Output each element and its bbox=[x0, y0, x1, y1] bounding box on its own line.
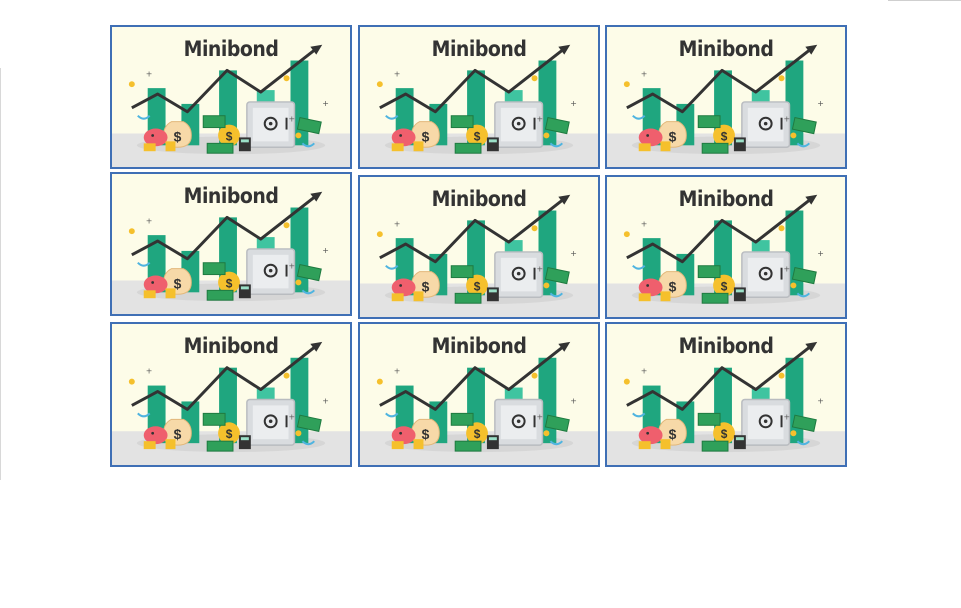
svg-text:+: + bbox=[784, 265, 791, 274]
svg-text:+: + bbox=[322, 396, 329, 405]
minibond-tile-1[interactable]: $ $ + + + Minibond bbox=[110, 25, 352, 169]
svg-text:+: + bbox=[537, 412, 544, 421]
minibond-tile-6[interactable]: $ $ + + + Minibond bbox=[605, 175, 847, 319]
svg-text:$: $ bbox=[721, 129, 728, 143]
svg-text:$: $ bbox=[474, 279, 481, 293]
svg-text:+: + bbox=[537, 115, 544, 124]
svg-text:+: + bbox=[784, 115, 791, 124]
svg-text:+: + bbox=[641, 69, 648, 78]
minibond-tile-7[interactable]: $ $ + + + Minibond bbox=[110, 322, 352, 467]
svg-text:$: $ bbox=[226, 129, 233, 143]
finance-growth-illustration-icon: $ $ + + + bbox=[607, 44, 845, 167]
svg-text:$: $ bbox=[474, 129, 481, 143]
svg-text:$: $ bbox=[721, 427, 728, 441]
left-divider bbox=[0, 68, 1, 480]
minibond-tile-2[interactable]: $ $ + + + Minibond bbox=[358, 25, 600, 169]
svg-text:+: + bbox=[322, 99, 329, 108]
svg-text:+: + bbox=[289, 115, 296, 124]
minibond-tile-5[interactable]: $ $ + + + Minibond bbox=[358, 175, 600, 319]
finance-growth-illustration-icon: $ $ + + + bbox=[112, 44, 350, 167]
minibond-tile-8[interactable]: $ $ + + + Minibond bbox=[358, 322, 600, 467]
svg-text:+: + bbox=[641, 219, 648, 228]
svg-text:$: $ bbox=[226, 427, 233, 441]
svg-text:$: $ bbox=[669, 128, 677, 144]
svg-text:$: $ bbox=[174, 275, 182, 291]
svg-text:+: + bbox=[322, 246, 329, 255]
svg-text:$: $ bbox=[721, 279, 728, 293]
top-divider bbox=[888, 0, 961, 1]
finance-growth-illustration-icon: $ $ + + + bbox=[360, 341, 598, 465]
minibond-tile-4[interactable]: $ $ + + + Minibond bbox=[110, 172, 352, 316]
svg-text:+: + bbox=[394, 69, 401, 78]
svg-text:+: + bbox=[146, 69, 153, 78]
finance-growth-illustration-icon: $ $ + + + bbox=[607, 341, 845, 465]
svg-text:+: + bbox=[289, 412, 296, 421]
finance-growth-illustration-icon: $ $ + + + bbox=[360, 194, 598, 317]
svg-text:$: $ bbox=[174, 426, 182, 442]
svg-text:+: + bbox=[537, 265, 544, 274]
finance-growth-illustration-icon: $ $ + + + bbox=[112, 191, 350, 314]
minibond-tile-3[interactable]: $ $ + + + Minibond bbox=[605, 25, 847, 169]
svg-text:$: $ bbox=[474, 427, 481, 441]
svg-text:$: $ bbox=[669, 278, 677, 294]
svg-text:+: + bbox=[817, 99, 824, 108]
svg-text:+: + bbox=[570, 99, 577, 108]
svg-text:+: + bbox=[146, 216, 153, 225]
svg-text:+: + bbox=[394, 219, 401, 228]
svg-text:+: + bbox=[289, 262, 296, 271]
minibond-tile-9[interactable]: $ $ + + + Minibond bbox=[605, 322, 847, 467]
finance-growth-illustration-icon: $ $ + + + bbox=[607, 194, 845, 317]
svg-text:+: + bbox=[817, 249, 824, 258]
svg-text:+: + bbox=[570, 396, 577, 405]
svg-text:+: + bbox=[394, 367, 401, 376]
finance-growth-illustration-icon: $ $ + + + bbox=[112, 341, 350, 465]
svg-text:$: $ bbox=[226, 276, 233, 290]
svg-text:$: $ bbox=[422, 426, 430, 442]
svg-text:+: + bbox=[784, 412, 791, 421]
svg-text:+: + bbox=[817, 396, 824, 405]
svg-text:$: $ bbox=[669, 426, 677, 442]
svg-text:+: + bbox=[641, 367, 648, 376]
svg-text:$: $ bbox=[422, 278, 430, 294]
svg-text:$: $ bbox=[174, 128, 182, 144]
finance-growth-illustration-icon: $ $ + + + bbox=[360, 44, 598, 167]
svg-text:+: + bbox=[570, 249, 577, 258]
svg-text:+: + bbox=[146, 367, 153, 376]
svg-text:$: $ bbox=[422, 128, 430, 144]
